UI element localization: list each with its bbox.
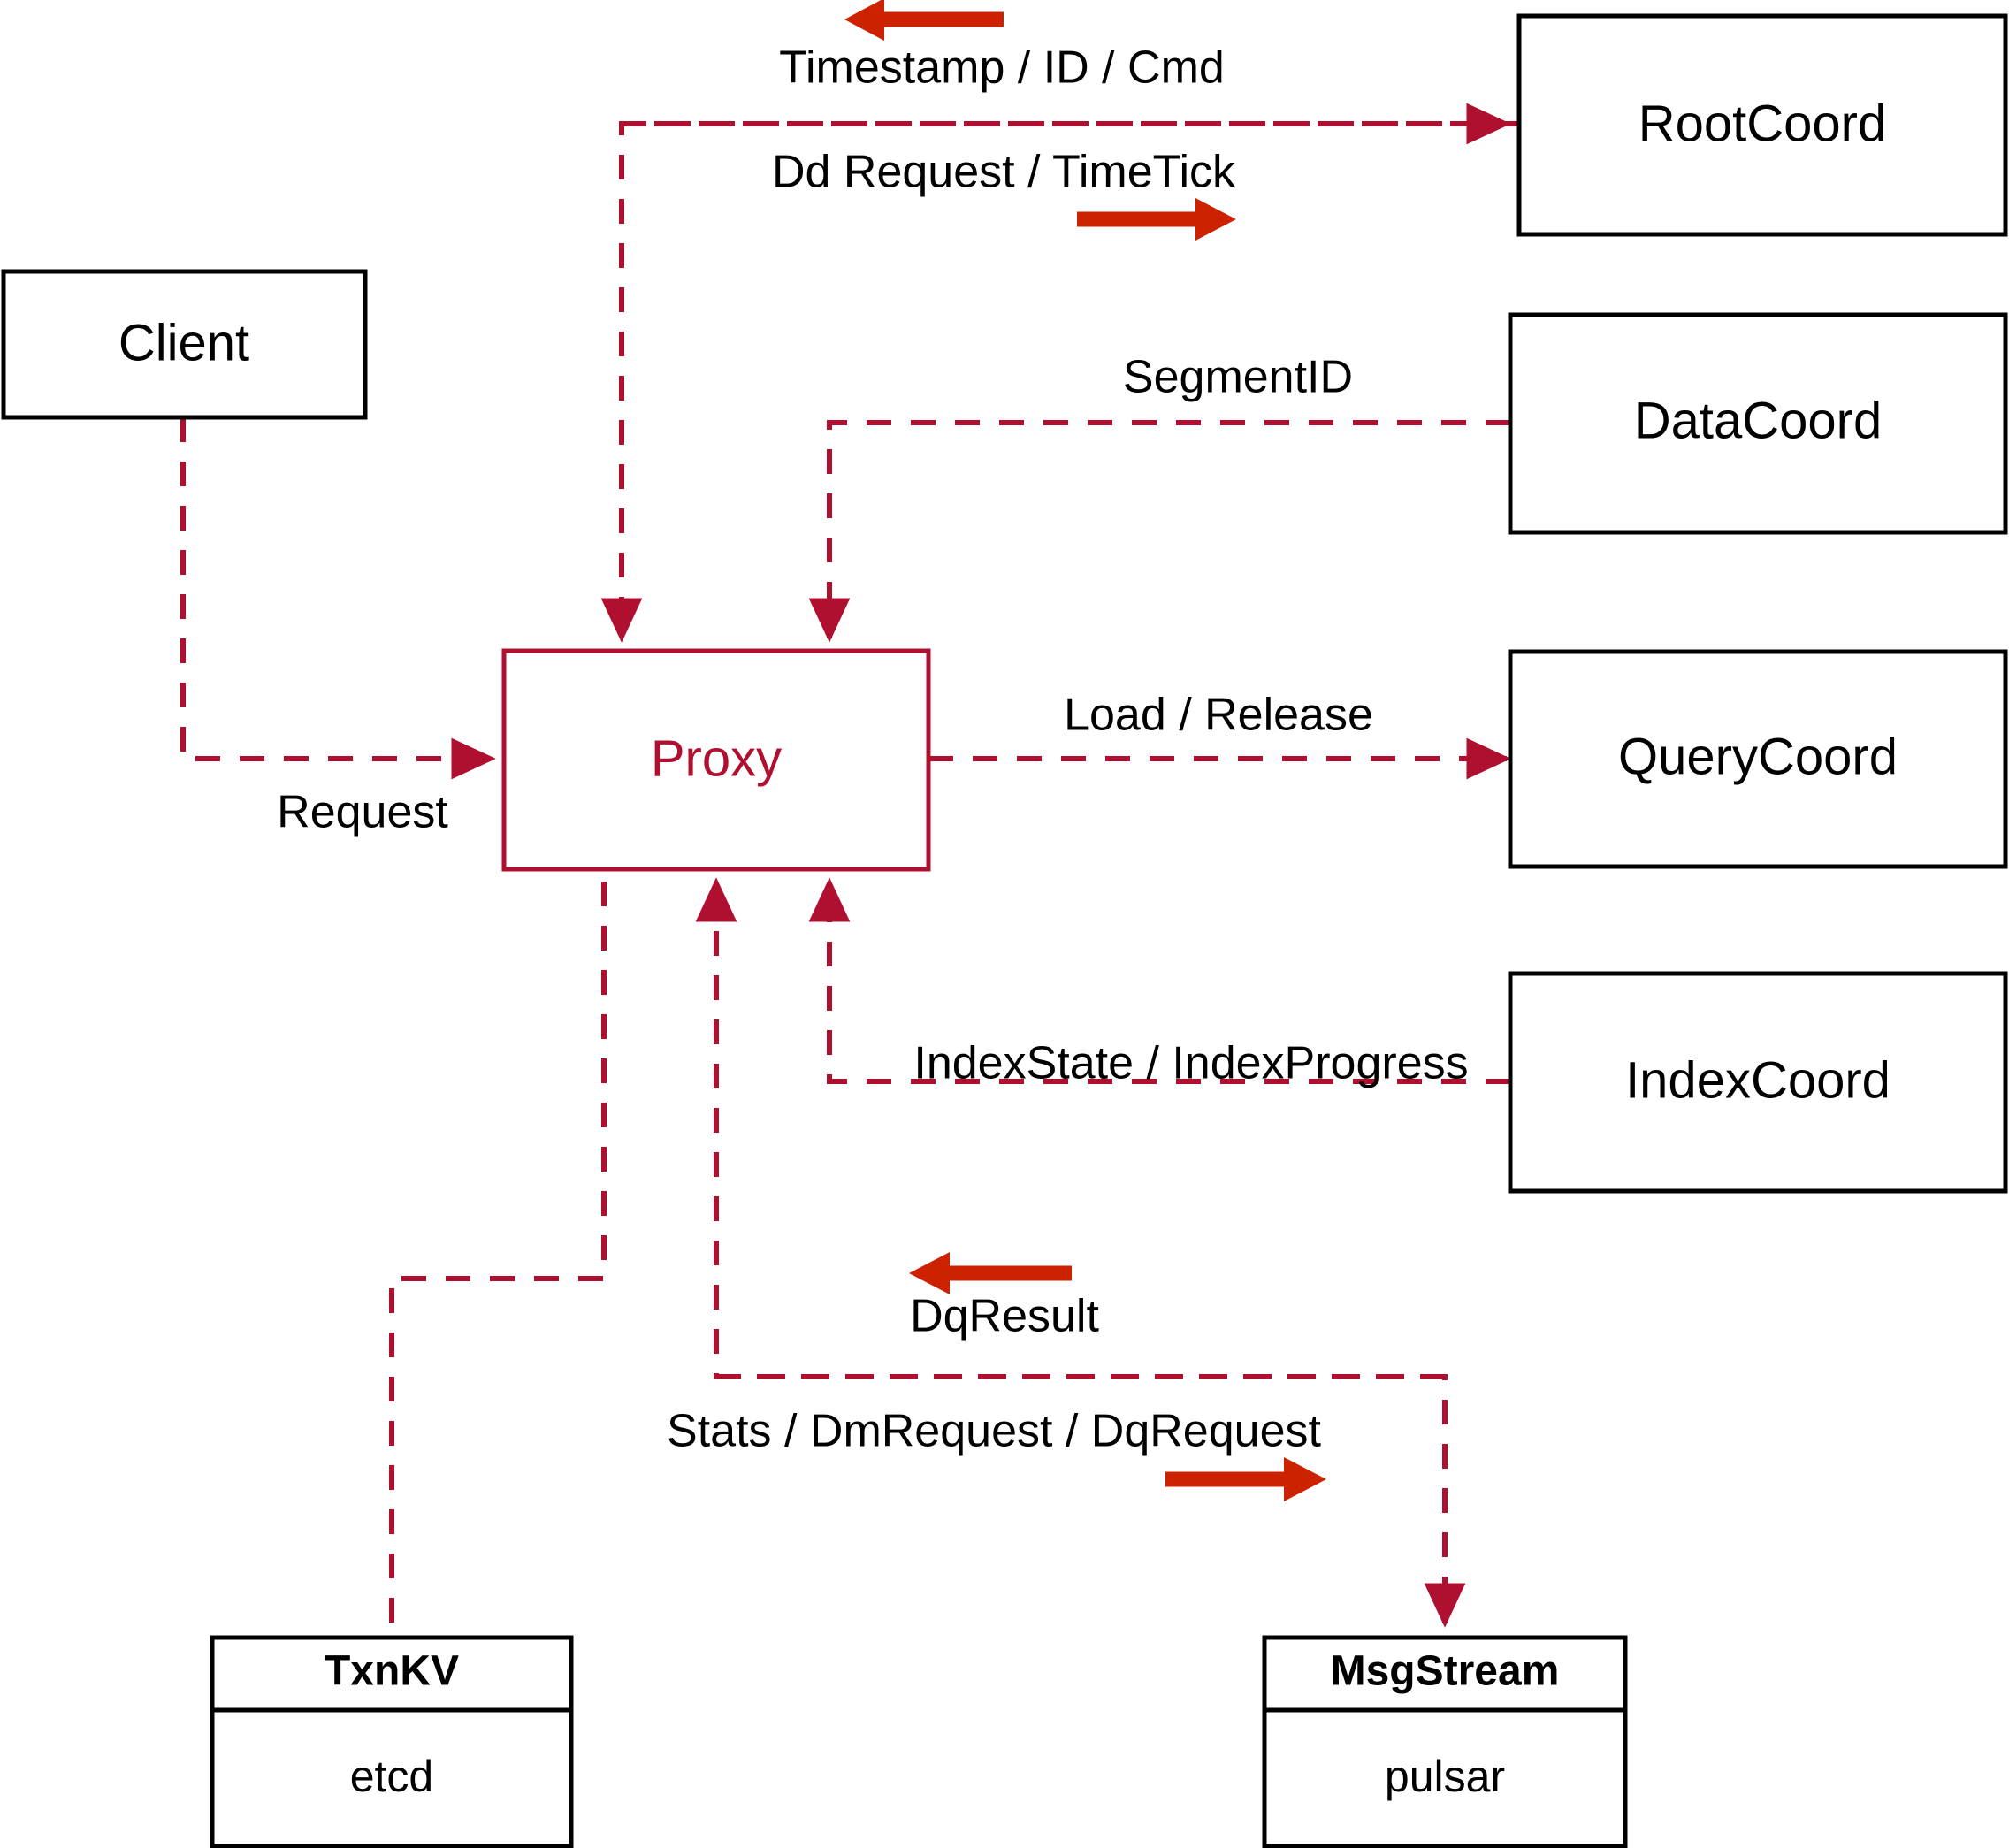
- direction-arrow-left-dqresult: [909, 1252, 1072, 1294]
- node-index-coord-label: IndexCoord: [1625, 1051, 1891, 1109]
- node-query-coord-label: QueryCoord: [1618, 728, 1898, 785]
- node-index-coord[interactable]: IndexCoord: [1508, 971, 2008, 1194]
- node-query-coord[interactable]: QueryCoord: [1508, 649, 2008, 869]
- node-proxy-label: Proxy: [651, 729, 782, 787]
- node-root-coord-label: RootCoord: [1639, 95, 1886, 152]
- node-txn-kv[interactable]: TxnKV etcd: [210, 1635, 574, 1848]
- edge-label-request: Request: [277, 787, 448, 838]
- edge-label-index-state-progress: IndexState / IndexProgress: [913, 1038, 1468, 1089]
- node-data-coord[interactable]: DataCoord: [1508, 312, 2008, 535]
- node-msg-stream[interactable]: MsgStream pulsar: [1262, 1635, 1628, 1848]
- edge-stats-dm-dq-request: [716, 1374, 1466, 1628]
- edge-timestamp-id-cmd: [600, 121, 1519, 643]
- node-data-coord-label: DataCoord: [1634, 392, 1882, 449]
- node-root-coord[interactable]: RootCoord: [1516, 13, 2008, 237]
- node-client[interactable]: Client: [1, 269, 368, 420]
- direction-arrow-right-ddrequest: [1077, 198, 1236, 241]
- edge-label-segment-id: SegmentID: [1123, 352, 1353, 403]
- edge-txnkv-link: [389, 882, 607, 1638]
- direction-arrow-left-timestamp: [844, 0, 1004, 41]
- edge-index-state-progress: [808, 877, 1510, 1084]
- edge-segment-id: [808, 420, 1510, 643]
- edge-label-timestamp-id-cmd: Timestamp / ID / Cmd: [779, 42, 1225, 94]
- node-client-label: Client: [118, 314, 249, 371]
- node-txn-kv-label: TxnKV: [325, 1648, 459, 1695]
- direction-arrow-right-statsdq: [1165, 1457, 1326, 1501]
- node-txn-kv-impl: etcd: [350, 1752, 434, 1801]
- edge-label-stats-dm-dq-request: Stats / DmRequest / DqRequest: [667, 1406, 1321, 1457]
- edge-label-load-release: Load / Release: [1064, 690, 1373, 741]
- edge-label-dq-result: DqResult: [910, 1291, 1099, 1342]
- edge-label-dd-request-timetick: Dd Request / TimeTick: [772, 147, 1236, 198]
- edge-request: [180, 417, 496, 780]
- node-proxy[interactable]: Proxy: [501, 648, 931, 872]
- node-msg-stream-label: MsgStream: [1331, 1648, 1560, 1695]
- node-msg-stream-impl: pulsar: [1385, 1752, 1505, 1801]
